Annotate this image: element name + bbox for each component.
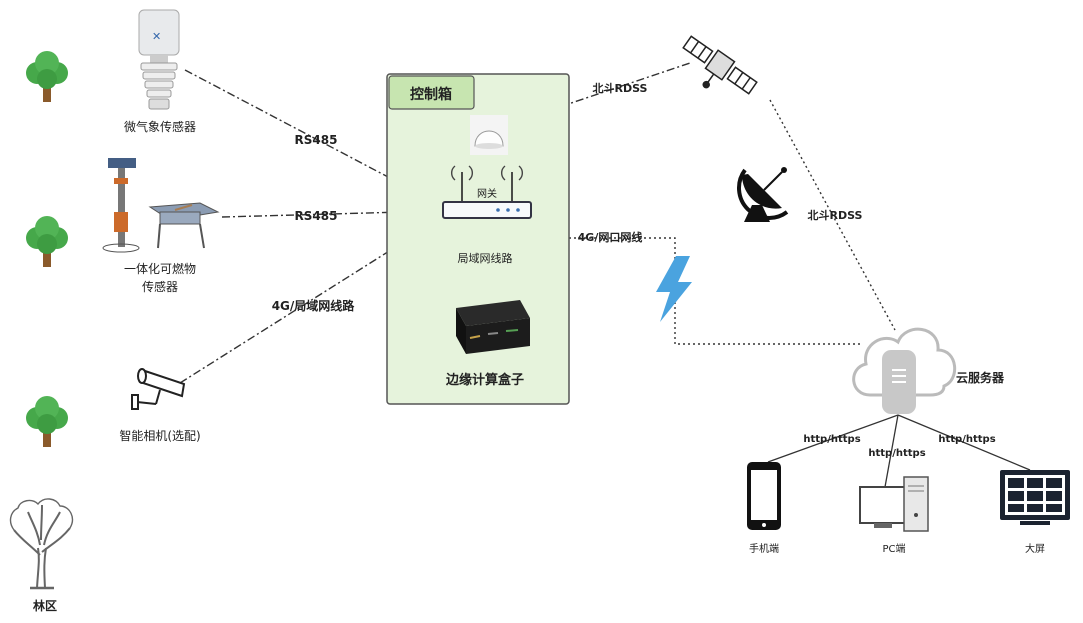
beidou-link-cloud (769, 99, 896, 331)
http-label-3: http/https (938, 434, 995, 445)
dish-icon (737, 167, 789, 222)
control-box-title-tab (388, 75, 475, 110)
http-lines (767, 414, 1031, 488)
lightning-icon (656, 256, 692, 322)
pc-label: PC端 (882, 542, 905, 555)
forest-label: 林区 (33, 598, 57, 613)
beidou-label-2: 北斗RDSS (808, 208, 863, 222)
http-label-1: http/https (803, 434, 860, 445)
weather-sensor-label: 微气象传感器 (124, 119, 196, 134)
beidou-label-1: 北斗RDSS (593, 81, 648, 95)
mobile-label: 手机端 (749, 542, 779, 555)
svg-text:✕: ✕ (152, 30, 161, 43)
camera-label: 智能相机(选配) (119, 428, 200, 443)
camera-icon (131, 368, 186, 410)
antenna-icon (470, 115, 508, 155)
gateway-icon (442, 165, 532, 219)
rs485-label-1: RS485 (295, 133, 338, 147)
http-line-mobile (767, 414, 899, 463)
edge-box-icon (456, 300, 530, 354)
http-line-screen (897, 414, 1031, 471)
cloud-server-icon (852, 327, 957, 414)
mobile-icon (747, 462, 781, 530)
tree-icon (26, 51, 68, 102)
control-box-title: 控制箱 (410, 86, 452, 103)
screen-label: 大屏 (1025, 542, 1045, 555)
lan-link-label: 局域网线路 (458, 251, 513, 265)
cloud-server-label: 云服务器 (956, 370, 1005, 385)
gateway-label: 网关 (477, 187, 497, 200)
tree-icon (26, 396, 68, 447)
http-label-2: http/https (868, 448, 925, 459)
weather-sensor-icon: ✕ (138, 9, 180, 110)
http-line-pc (884, 414, 899, 488)
4g-link-label: 4G/网口网线 (578, 230, 643, 244)
bare-tree-icon (9, 498, 74, 590)
lan-label-camera: 4G/局域网线路 (272, 298, 356, 313)
edge-box-label: 边缘计算盒子 (445, 372, 524, 388)
pc-icon (859, 476, 929, 532)
gas-sensor-label-line2: 传感器 (142, 279, 178, 294)
gas-sensor-label-line1: 一体化可燃物 (124, 261, 196, 276)
tree-icon (26, 216, 68, 267)
satellite-icon (682, 35, 758, 95)
gas-sensor-icon (102, 158, 220, 253)
screen-icon (1000, 470, 1070, 525)
rs485-label-2: RS485 (295, 209, 338, 223)
